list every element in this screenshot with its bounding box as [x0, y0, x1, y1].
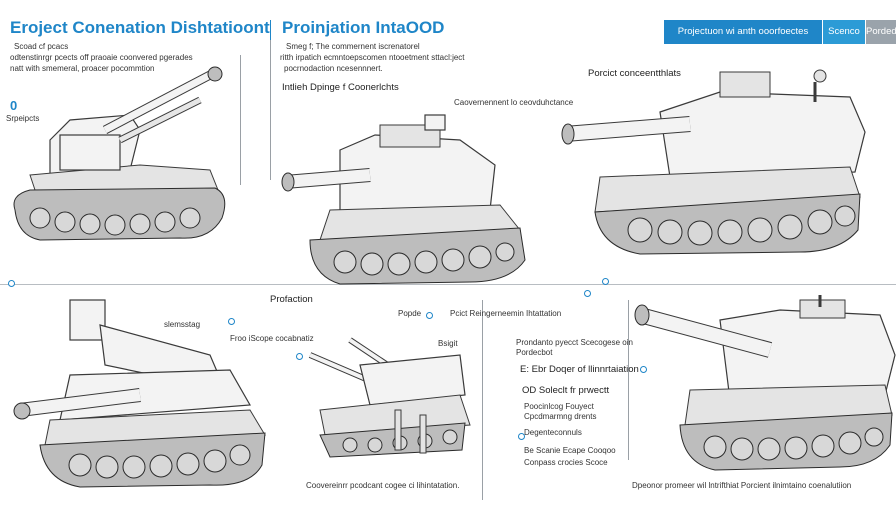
center-title: Proinjation IntaOOD [282, 18, 445, 37]
top-center-line2: ritth irpatich ecmntoepscomen ntooetment… [280, 53, 465, 62]
marker-dot [8, 280, 15, 287]
header-divider [270, 20, 271, 44]
connector-line [270, 40, 271, 180]
footer-right-caption: Dpeonor promeer wil lntrifthiat Porcient… [632, 481, 852, 490]
marker-dot [602, 278, 609, 285]
top-left-line2: odtenstinrgr pcects off praoaie coonvere… [10, 53, 193, 62]
section-divider [0, 284, 896, 285]
top-left-label: Srpeipcts [6, 114, 40, 123]
connector-line [628, 300, 629, 460]
artillery-illustration-bottom-left [13, 299, 266, 488]
tank-illustration-right [561, 69, 866, 255]
top-center-line3: pocrnodaction ncesennnert. [284, 64, 383, 73]
scene-button[interactable]: Scenco [823, 20, 865, 44]
marker-dot [426, 312, 433, 319]
marker-dot [584, 290, 591, 297]
bottom-left-label-b: Froo iScope cocabnatiz [230, 334, 314, 343]
bottom-right-od-line: OD Soleclt fr prwectt [522, 385, 610, 396]
marker-dot [640, 366, 647, 373]
marker-dot [518, 433, 525, 440]
step-number: 0 [10, 98, 18, 113]
bottom-right-line2: Pordecbot [516, 348, 553, 357]
bottom-center-caption: Coovereinrr pcodcant cogee ci lihintatat… [306, 481, 460, 490]
top-right-label-b: Porcict conceentthlats [588, 68, 681, 79]
bottom-right-item-3: Degenteconnuls [524, 428, 582, 437]
bottom-right-item-1: Poocinlcog Fouyect [524, 402, 594, 411]
connector-line [240, 55, 241, 185]
bottom-right-item-5: Conpass crocies Scoce [524, 458, 608, 467]
bottom-right-item-4: Be Scanie Ecape Cooqoo [524, 446, 616, 455]
bottom-left-label-a: slemsstag [164, 320, 201, 329]
artillery-vehicle-illustration [13, 66, 226, 241]
top-right-label-a: Caovernennent lo ceovduhctance [454, 98, 574, 107]
top-left-line1: Scoad cf pcacs [14, 42, 69, 51]
top-center-line1: Smeg f; The commernent iscrenatorel [286, 42, 420, 51]
tank-illustration-bottom-right [634, 295, 896, 471]
top-center-label: Intlieh Dpinge f Coonerlchts [282, 82, 399, 93]
bottom-center-label-c: Bsigit [438, 339, 458, 348]
tank-illustration-center [281, 114, 526, 285]
marker-dot [228, 318, 235, 325]
left-title: Eroject Conenation Dishtatioont [10, 18, 270, 37]
porded-button[interactable]: Porded [866, 20, 896, 44]
bottom-center-label-a: Popde [398, 309, 422, 318]
bottom-right-heading: E: Ebr Doqer of llinnrtaiation [520, 364, 639, 375]
bottom-right-item-2: Cpcdmarmng drents [524, 412, 597, 421]
projection-button[interactable]: Projectuon wi anth ooorfoectes [664, 20, 822, 44]
machine-illustration-bottom-center [308, 337, 471, 458]
top-left-line3: natt with smemeral, proacer pocommtion [10, 64, 155, 73]
connector-line [482, 300, 483, 500]
marker-dot [296, 353, 303, 360]
bottom-center-title: Profaction [270, 294, 313, 305]
bottom-right-line1: Prondanto pyecct Scecogese oin [516, 338, 633, 347]
bottom-center-label-b: Pcict Reingerneemin Ihtattation [450, 309, 562, 318]
